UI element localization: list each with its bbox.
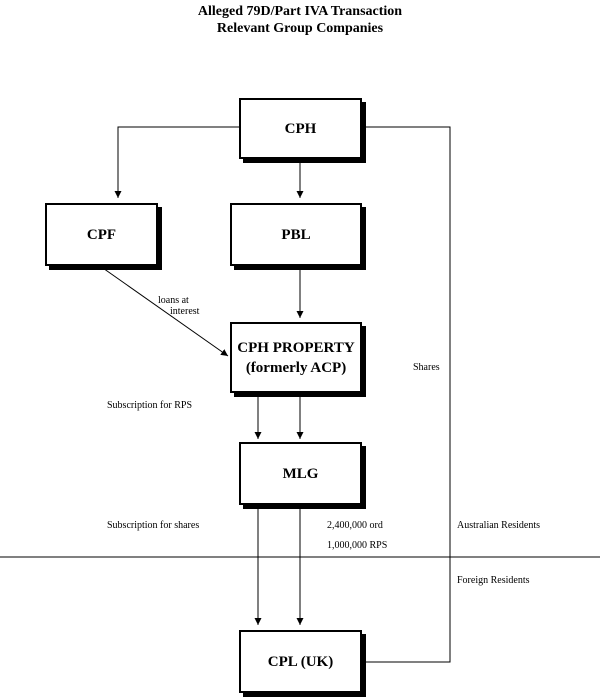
shares-connector — [362, 126, 451, 663]
loans-label-line2: interest — [170, 306, 200, 317]
loans-label-line1: loans at — [158, 295, 189, 306]
shares-label: Shares — [413, 362, 440, 373]
cph-property-box: CPH PROPERTY (formerly ACP) — [230, 322, 362, 393]
cpf-loans-arrow — [99, 265, 229, 357]
foreign-residents-label: Foreign Residents — [457, 575, 530, 586]
cph-box: CPH — [239, 98, 362, 159]
subscription-rps-label: Subscription for RPS — [107, 400, 193, 411]
cph-label: CPH — [284, 120, 317, 137]
cph-property-label: CPH PROPERTY — [237, 339, 355, 356]
subscription-shares-label: Subscription for shares — [107, 520, 200, 531]
cpl-uk-box: CPL (UK) — [239, 630, 362, 693]
cpf-box: CPF — [45, 203, 158, 266]
australian-residents-label: Australian Residents — [457, 520, 541, 531]
ordinary-shares-label: 2,400,000 ord — [327, 520, 383, 531]
cpl-uk-label: CPL (UK) — [267, 653, 334, 670]
rps-shares-label: 1,000,000 RPS — [327, 540, 388, 551]
cpf-label: CPF — [86, 226, 117, 243]
diagram-title-line1: Alleged 79D/Part IVA Transaction — [197, 4, 403, 19]
mlg-box: MLG — [239, 442, 362, 505]
pbl-label: PBL — [281, 226, 311, 243]
pbl-box: PBL — [230, 203, 362, 266]
diagram-title-line2: Relevant Group Companies — [216, 21, 384, 36]
mlg-label: MLG — [282, 465, 319, 482]
cph-to-cpf-arrow — [114, 126, 239, 198]
cph-property-former-name: (formerly ACP) — [245, 359, 347, 376]
